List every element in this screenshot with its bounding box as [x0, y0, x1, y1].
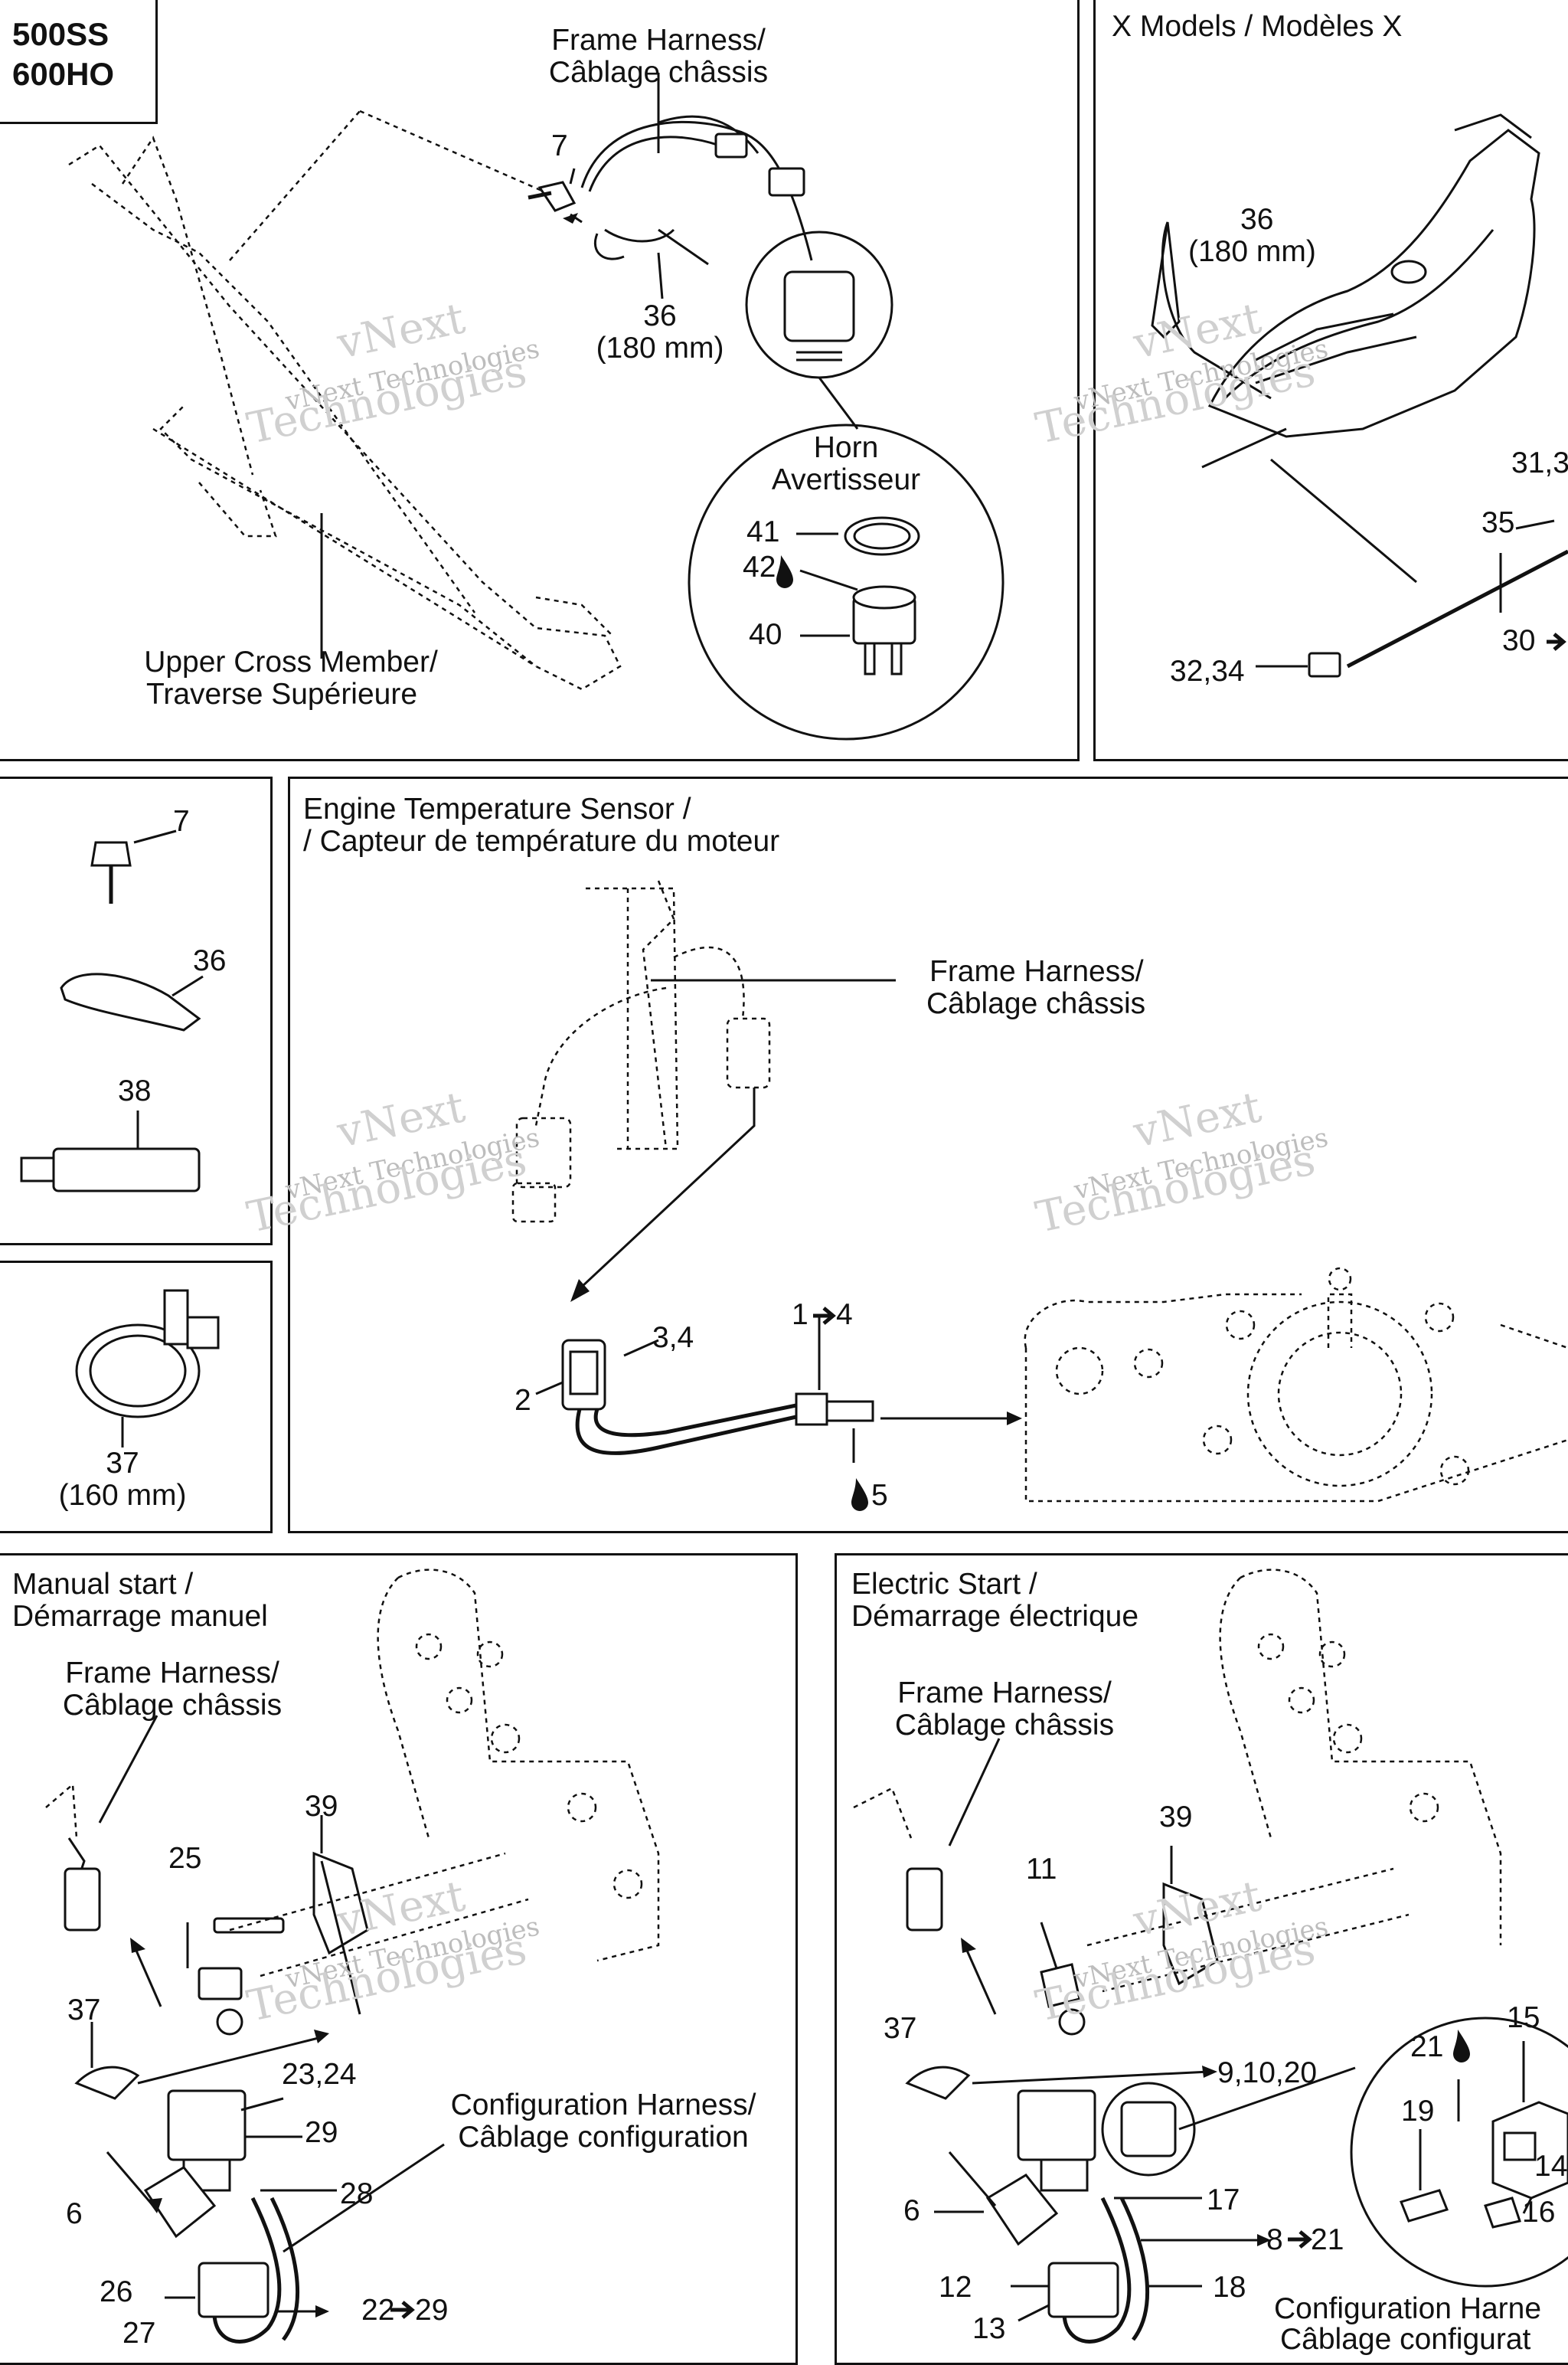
- arrow-icon-xmodels-30: [1547, 633, 1566, 651]
- horn-label: Horn: [813, 431, 879, 464]
- electric-frame-harness-label-fr: Câblage châssis: [894, 1709, 1115, 1742]
- electric-part-17-label: 17: [1207, 2183, 1240, 2216]
- xm-part-36-label: 36: [1240, 203, 1274, 236]
- electric-part-14-label: 14: [1534, 2150, 1568, 2183]
- xm-part-36-length: (180 mm): [1188, 235, 1316, 268]
- part-7-label: 7: [551, 129, 568, 162]
- part-40-label: 40: [749, 618, 782, 651]
- engine-part-1-label: 1: [792, 1298, 808, 1331]
- electric-frame-harness-label: Frame Harness/: [897, 1676, 1112, 1709]
- manual-part-22-label: 22: [361, 2294, 395, 2327]
- manual-part-37-label: 37: [67, 1994, 101, 2026]
- panel-x-models: [1093, 0, 1568, 761]
- manual-frame-harness-label: Frame Harness/: [65, 1657, 279, 1690]
- small-parts-drawing: [20, 829, 220, 1447]
- electric-part-19-label: 19: [1401, 2095, 1435, 2128]
- manual-part-27-label: 27: [122, 2317, 156, 2350]
- horn-label-fr: Avertisseur: [771, 463, 921, 496]
- engine-part-2-label: 2: [514, 1384, 531, 1417]
- manual-start-title: Manual start /: [12, 1568, 194, 1601]
- manual-part-25-label: 25: [168, 1842, 202, 1875]
- manual-frame-harness-label-fr: Câblage châssis: [62, 1689, 283, 1722]
- xm-part-35-label: 35: [1481, 506, 1515, 539]
- arrow-icon-electric-8-21: [1288, 2230, 1312, 2249]
- part-42-label: 42: [743, 551, 776, 584]
- drop-icon-5: [851, 1478, 868, 1511]
- manual-config-harness-label-fr: Câblage configuration: [458, 2121, 749, 2154]
- engine-part-3-4-label: 3,4: [652, 1321, 694, 1354]
- part-36-length: (180 mm): [596, 332, 724, 365]
- manual-part-29-end-label: 29: [415, 2294, 449, 2327]
- drop-icon-21: [1453, 2030, 1470, 2062]
- model-line-2: 600HO: [12, 56, 115, 92]
- manual-part-23-24-label: 23,24: [282, 2058, 357, 2091]
- manual-start-drawing: [45, 1568, 660, 2344]
- engine-temp-title-fr: / Capteur de température du moteur: [303, 825, 780, 858]
- electric-config-harness-label: Configuration Harne: [1274, 2292, 1542, 2325]
- xm-part-30-label: 30: [1502, 624, 1536, 657]
- electric-part-37-label: 37: [884, 2012, 917, 2045]
- engine-temperature-drawing: [511, 880, 1568, 1503]
- electric-start-title-fr: Démarrage électrique: [851, 1600, 1139, 1633]
- model-box: [0, 0, 158, 124]
- electric-part-12-label: 12: [939, 2271, 972, 2304]
- engine-part-4-label: 4: [836, 1298, 853, 1331]
- electric-part-16-label: 16: [1522, 2196, 1556, 2229]
- electric-part-11-label: 11: [1026, 1853, 1057, 1886]
- model-line-1: 500SS: [12, 16, 109, 52]
- manual-part-29-label: 29: [305, 2116, 338, 2149]
- engine-part-5-label: 5: [871, 1479, 888, 1512]
- electric-start-title: Electric Start /: [851, 1568, 1037, 1601]
- xm-part-31-label: 31,3: [1511, 447, 1568, 479]
- parts-37-length: (160 mm): [58, 1479, 187, 1512]
- part-41-label: 41: [746, 515, 780, 548]
- manual-part-26-label: 26: [100, 2275, 133, 2308]
- parts-7-label: 7: [173, 805, 190, 838]
- fuel-tank-drawing: [1151, 113, 1568, 678]
- frame-harness-horn-drawing: [528, 115, 893, 379]
- manual-part-28-label: 28: [340, 2177, 374, 2210]
- xm-part-32-34-label: 32,34: [1170, 655, 1245, 688]
- parts-36-label: 36: [193, 944, 227, 977]
- manual-part-6-label: 6: [66, 2197, 83, 2230]
- manual-config-harness-label: Configuration Harness/: [450, 2089, 756, 2121]
- upper-cross-member-label-fr: Traverse Supérieure: [145, 678, 418, 711]
- frame-harness-label-fr: Câblage châssis: [548, 56, 769, 89]
- manual-part-39-label: 39: [305, 1790, 338, 1823]
- drop-icon-42: [776, 555, 793, 588]
- electric-part-21-label: 21: [1410, 2030, 1444, 2063]
- electric-part-21-end-label: 21: [1311, 2223, 1344, 2256]
- manual-start-title-fr: Démarrage manuel: [12, 1600, 268, 1633]
- horn-detail-circle: [688, 377, 1004, 741]
- electric-part-39-label: 39: [1159, 1801, 1193, 1833]
- engine-temp-title: Engine Temperature Sensor /: [303, 793, 691, 826]
- electric-config-harness-label-fr: Câblage configurat: [1280, 2323, 1531, 2356]
- part-36-label: 36: [643, 299, 677, 332]
- electric-part-9-10-20-label: 9,10,20: [1217, 2056, 1318, 2089]
- panel-engine-temp: [288, 777, 1568, 1533]
- upper-cross-member-label: Upper Cross Member/: [144, 646, 438, 679]
- frame-harness-label: Frame Harness/: [551, 24, 766, 57]
- electric-start-drawing: [853, 1568, 1568, 2344]
- electric-part-13-label: 13: [972, 2312, 1006, 2345]
- electric-part-18-label: 18: [1213, 2271, 1246, 2304]
- upper-cross-member-drawing: [68, 110, 622, 691]
- engine-frame-harness-label-fr: Câblage châssis: [926, 987, 1146, 1020]
- parts-38-label: 38: [118, 1075, 152, 1107]
- parts-37-label: 37: [106, 1447, 139, 1480]
- panel-clamp: [0, 1261, 273, 1533]
- arrow-icon-engine-1-4: [813, 1307, 836, 1325]
- panel-manual-start: [0, 1553, 798, 2365]
- x-models-title: X Models / Modèles X: [1112, 10, 1403, 43]
- arrow-icon-manual-22-29: [390, 2301, 415, 2319]
- electric-part-6-label: 6: [903, 2194, 920, 2227]
- electric-part-8-label: 8: [1266, 2223, 1283, 2256]
- engine-frame-harness-label: Frame Harness/: [929, 955, 1144, 988]
- electric-part-15-label: 15: [1507, 2001, 1540, 2034]
